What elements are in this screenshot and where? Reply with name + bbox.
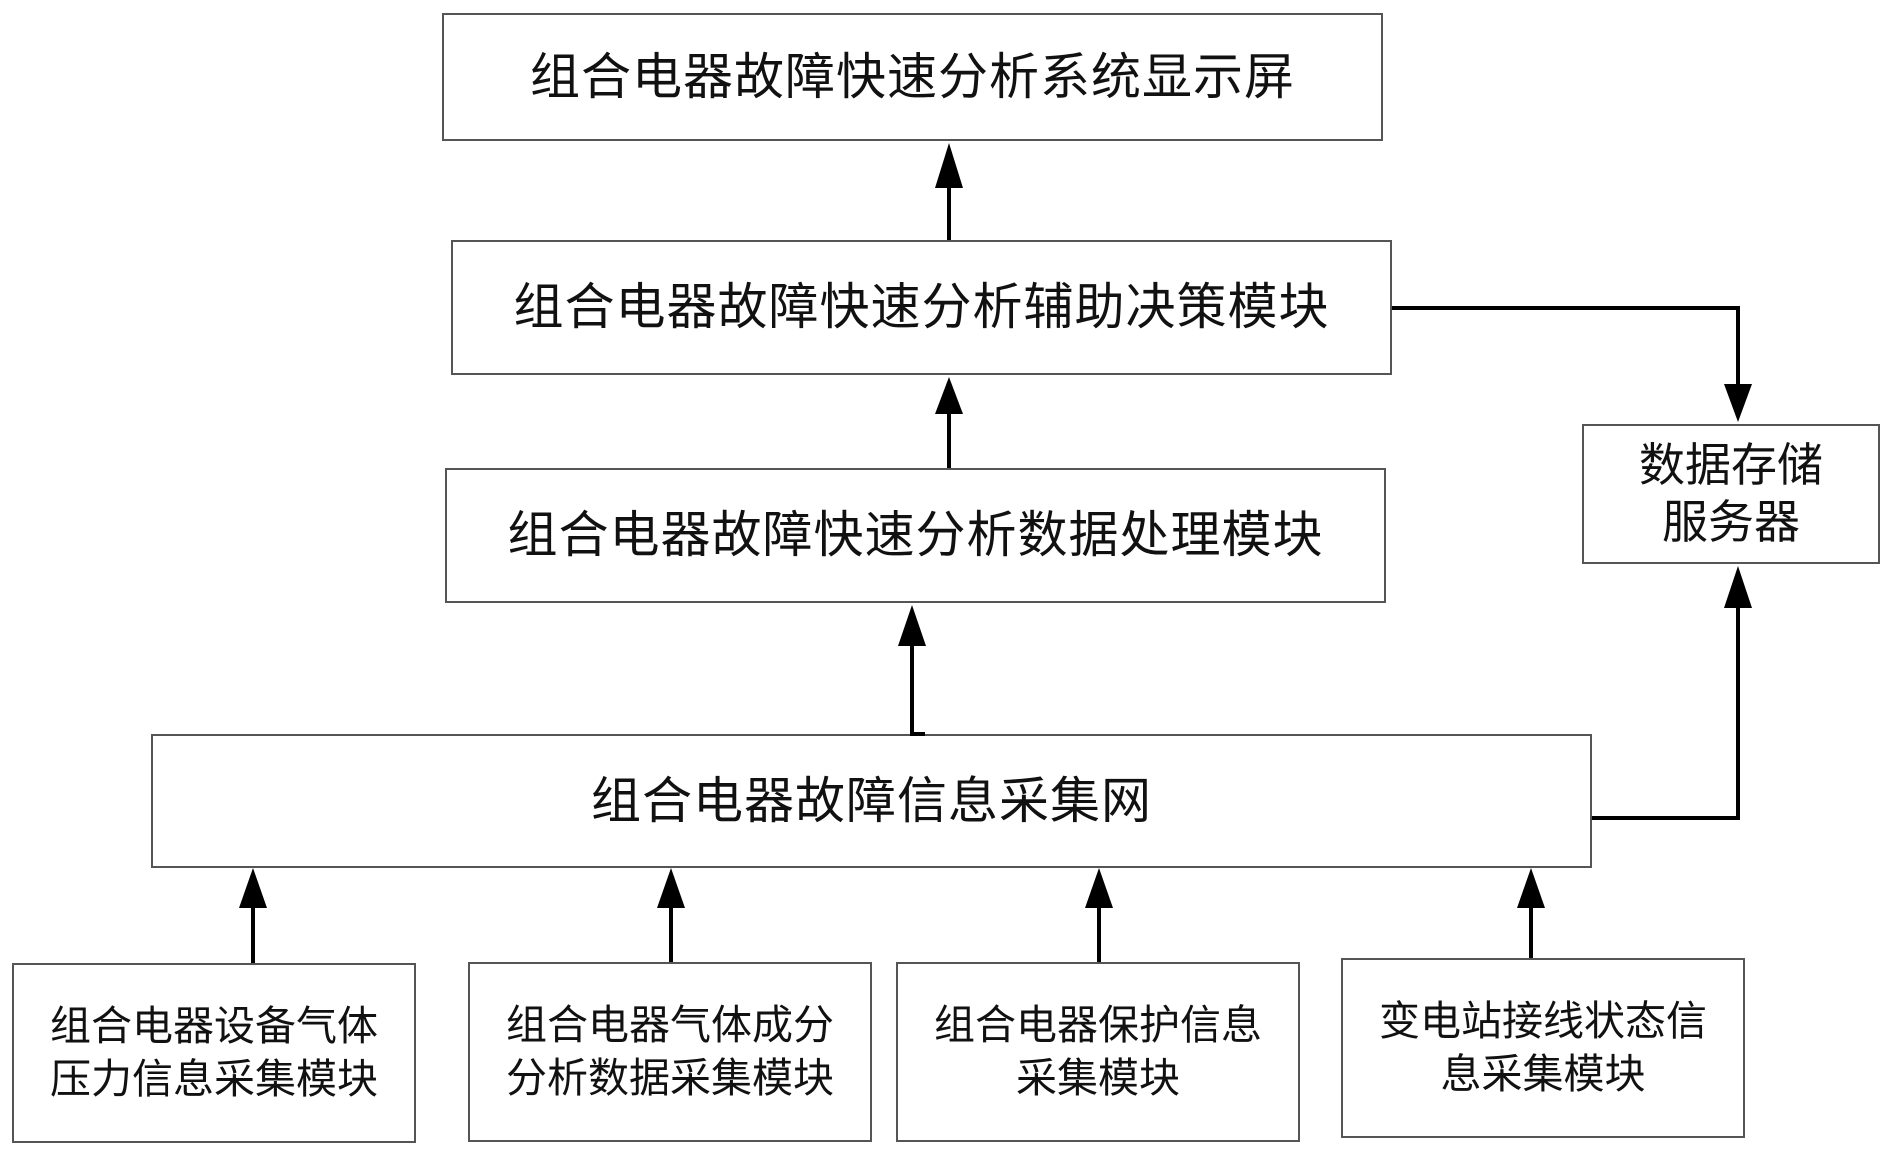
arrowhead-gas-pressure	[239, 868, 267, 908]
substation-wiring-module-label: 变电站接线状态信 息采集模块	[1379, 996, 1707, 1098]
collection-network-label: 组合电器故障信息采集网	[591, 771, 1152, 830]
gas-component-module-node: 组合电器气体成分 分析数据采集模块	[468, 962, 872, 1142]
storage-server-node: 数据存储 服务器	[1582, 424, 1880, 564]
gas-pressure-module-label: 组合电器设备气体 压力信息采集模块	[50, 1001, 378, 1103]
arrowhead-gas-component	[657, 868, 685, 908]
gas-pressure-module-node: 组合电器设备气体 压力信息采集模块	[12, 963, 416, 1143]
gas-component-module-label: 组合电器气体成分 分析数据采集模块	[506, 1000, 834, 1102]
arrowhead-display	[935, 143, 963, 188]
collection-network-node: 组合电器故障信息采集网	[151, 734, 1592, 868]
arrowhead-decision	[935, 377, 963, 414]
storage-server-label: 数据存储 服务器	[1639, 437, 1823, 550]
arrowhead-storage-top	[1724, 384, 1752, 422]
substation-wiring-module-node: 变电站接线状态信 息采集模块	[1341, 958, 1745, 1138]
arrowhead-protection	[1085, 868, 1113, 908]
arrowhead-processing	[898, 605, 926, 646]
display-screen-node: 组合电器故障快速分析系统显示屏	[442, 13, 1383, 141]
display-screen-label: 组合电器故障快速分析系统显示屏	[530, 47, 1295, 106]
decision-module-label: 组合电器故障快速分析辅助决策模块	[513, 278, 1330, 337]
protection-module-label: 组合电器保护信息 采集模块	[934, 1000, 1262, 1102]
decision-module-node: 组合电器故障快速分析辅助决策模块	[451, 240, 1392, 375]
arrowhead-substation	[1517, 868, 1545, 908]
edge-network-to-storage	[1592, 605, 1740, 820]
protection-module-node: 组合电器保护信息 采集模块	[896, 962, 1300, 1142]
edge-decision-to-storage	[1392, 306, 1740, 386]
processing-module-node: 组合电器故障快速分析数据处理模块	[445, 468, 1386, 603]
arrowhead-storage-bottom	[1724, 566, 1752, 608]
processing-module-label: 组合电器故障快速分析数据处理模块	[507, 506, 1324, 565]
edge-network-to-processing	[910, 643, 925, 736]
